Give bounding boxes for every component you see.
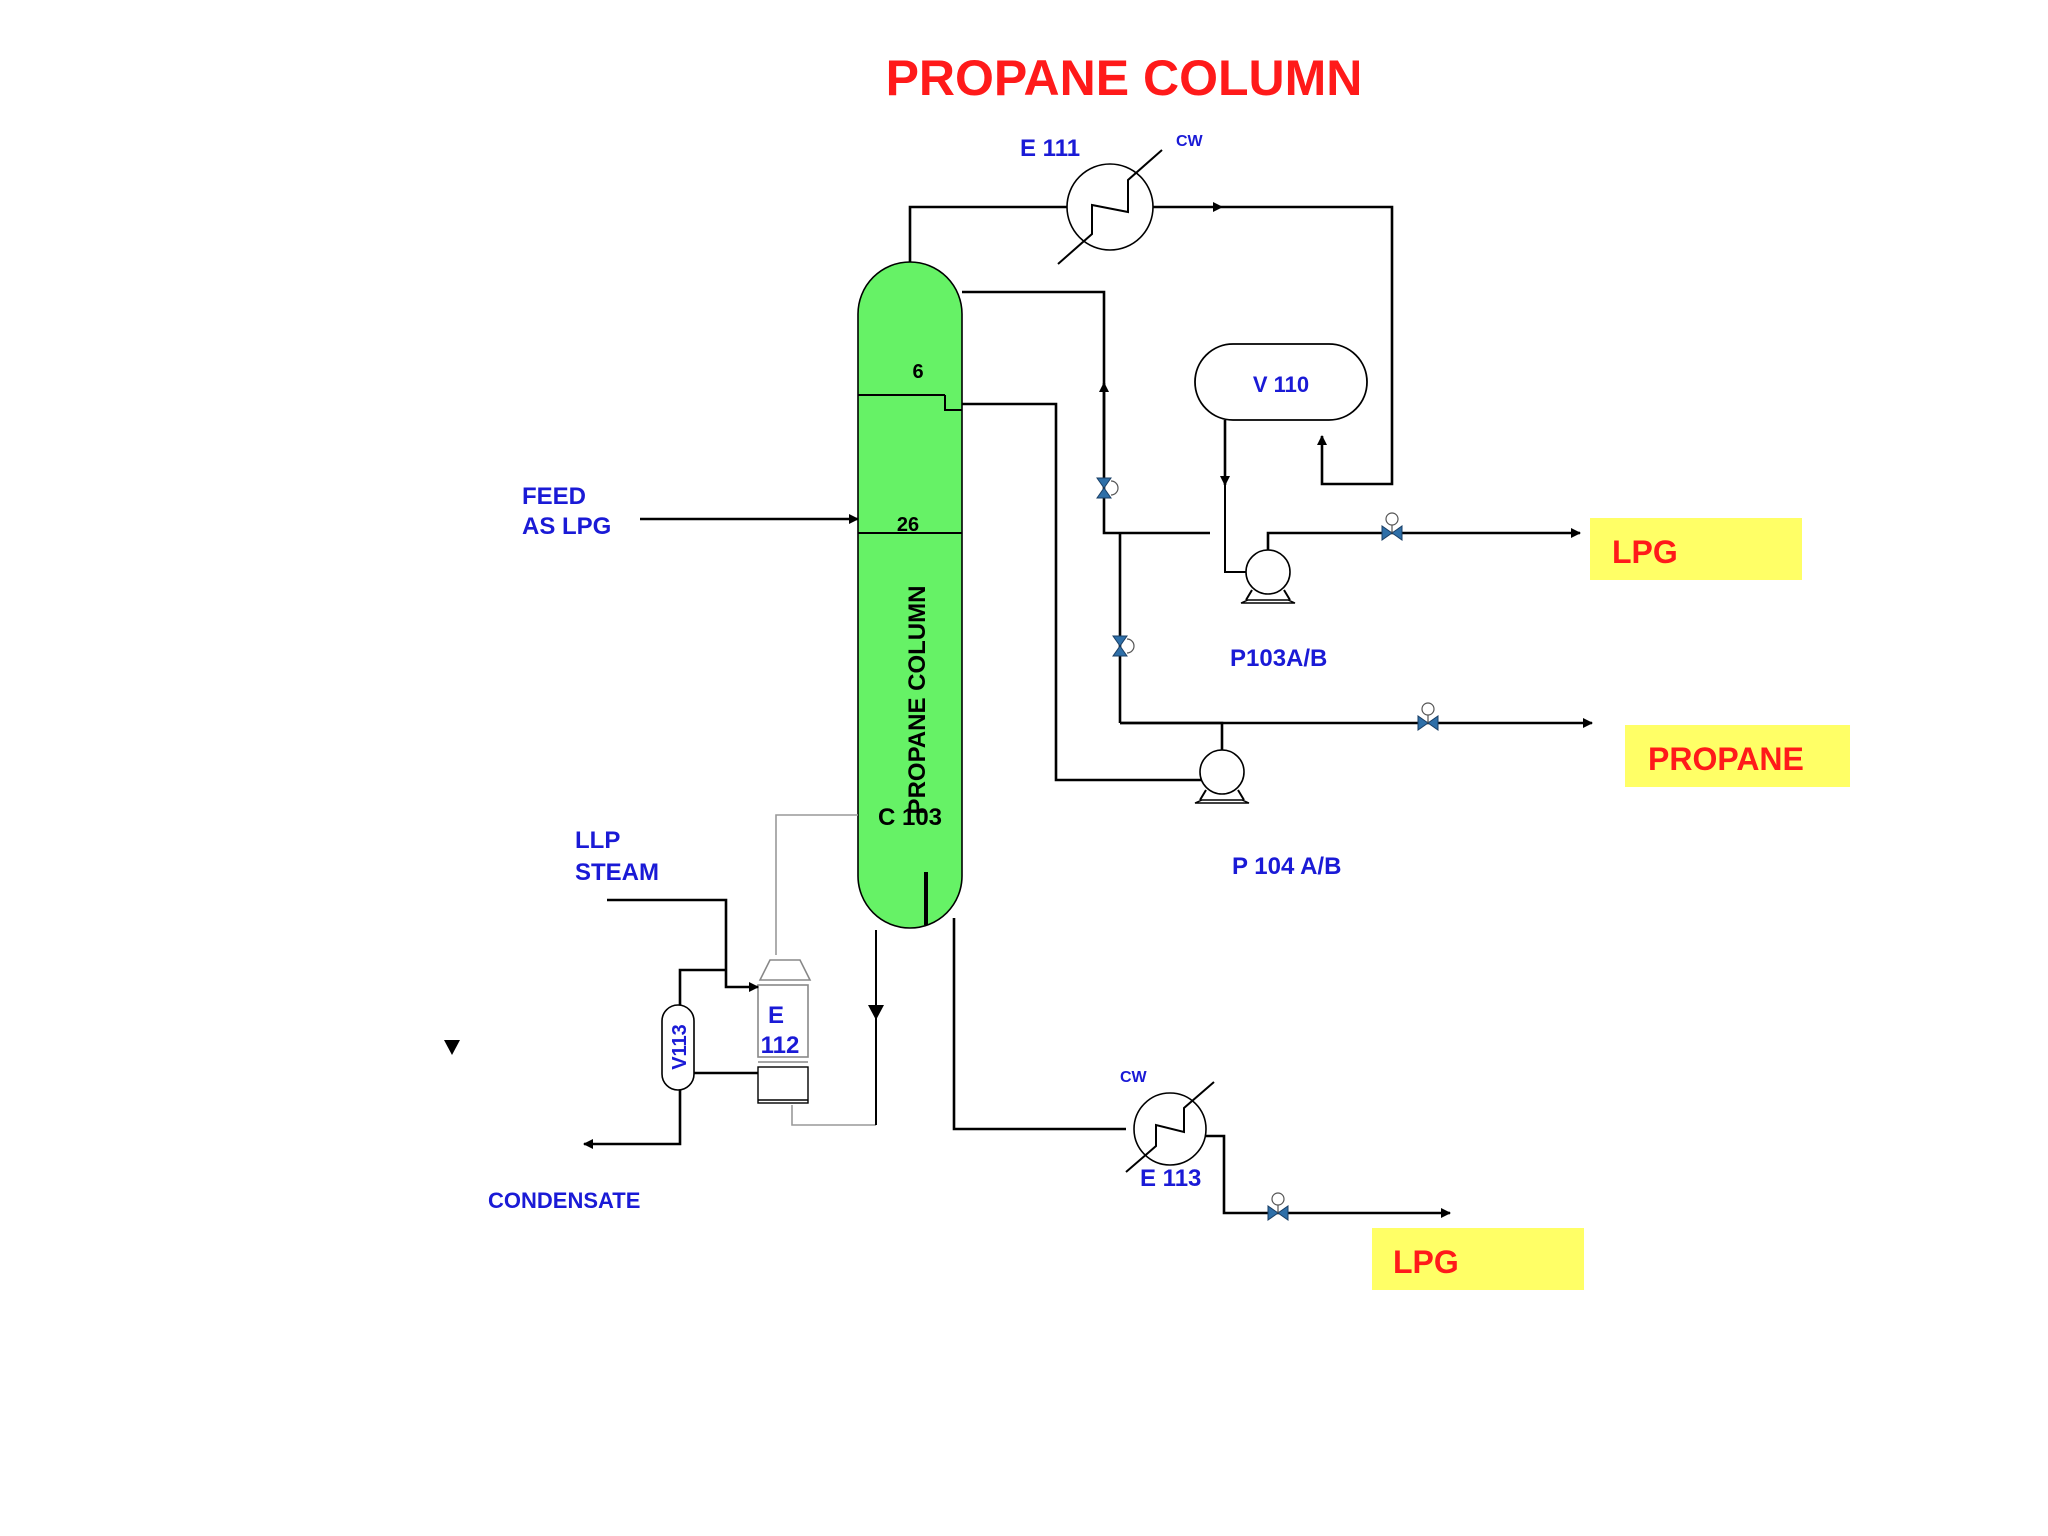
v110-to-p103-line [1224,485,1252,573]
propane-product-box [1625,725,1850,787]
top-draw-line [962,290,1210,535]
p104-discharge-line [1120,721,1224,750]
condensate-outlet-line [583,1090,682,1149]
lpg-bottom-product-box [1372,1228,1584,1290]
v113-vent-line [678,968,726,1005]
lpg-top-product-box [1590,518,1802,580]
feed-label-line2: AS LPG [522,513,611,540]
tray-6-weir [944,395,962,411]
lpg-top-product-label: LPG [1612,534,1678,570]
e111-label: E 111 [1020,135,1080,162]
v113-condensate-pot [661,1004,695,1091]
e112-reboiler [757,959,812,1104]
stray-arrowhead [444,1040,460,1055]
reboiler-liquid-line [791,1105,876,1126]
tray-6-label: 6 [912,361,923,383]
v113-label: V113 [669,1024,691,1070]
p104-label: P 104 A/B [1232,853,1341,880]
reflux-control-valve-icon [1096,477,1119,499]
e111-cw-label: CW [1176,133,1204,150]
e111-to-v110-line [1222,205,1394,486]
propane-control-valve-icon [1112,635,1135,657]
v110-reflux-drum [1194,343,1368,421]
diagram-title: PROPANE COLUMN [886,50,1363,106]
tray-26-label: 26 [897,514,919,536]
llp-steam-line [607,898,759,992]
propane-valve-icon [1417,702,1439,731]
propane-product-label: PROPANE [1648,741,1804,777]
e113-cw-label: CW [1120,1069,1148,1086]
column-tag-c103: C 103 [878,804,942,831]
e111-zigzag-icon [1057,149,1163,265]
llp-steam-label-line1: LLP [575,827,620,854]
e112-label-line1: E [768,1002,784,1029]
llp-steam-label-line2: STEAM [575,859,659,886]
side-draw-line [962,402,1210,782]
e113-outlet-line [1206,1134,1451,1218]
lpg-top-valve-icon [1381,512,1403,541]
p103-label: P103A/B [1230,645,1327,672]
e113-label: E 113 [1140,1165,1201,1192]
p103-pump-icon [1240,549,1296,604]
column-vertical-label: PROPANE COLUMN [904,586,931,815]
e112-label-line2: 112 [761,1032,800,1059]
condensate-label: CONDENSATE [488,1188,640,1213]
column-bottom-arrow [868,1005,884,1020]
bottoms-line [952,918,1126,1131]
e111-condenser [1066,163,1154,251]
overhead-vapor-line [908,205,1068,262]
feed-label-line1: FEED [522,483,586,510]
p103-discharge-line [1266,528,1581,550]
lpg-bottom-valve-icon [1267,1192,1289,1221]
lpg-bottom-product-label: LPG [1393,1244,1459,1280]
reboiler-vapor-return-line [775,814,858,955]
e113-zigzag-icon [1125,1081,1215,1173]
v110-label: V 110 [1253,372,1309,397]
p104-pump-icon [1194,749,1250,804]
